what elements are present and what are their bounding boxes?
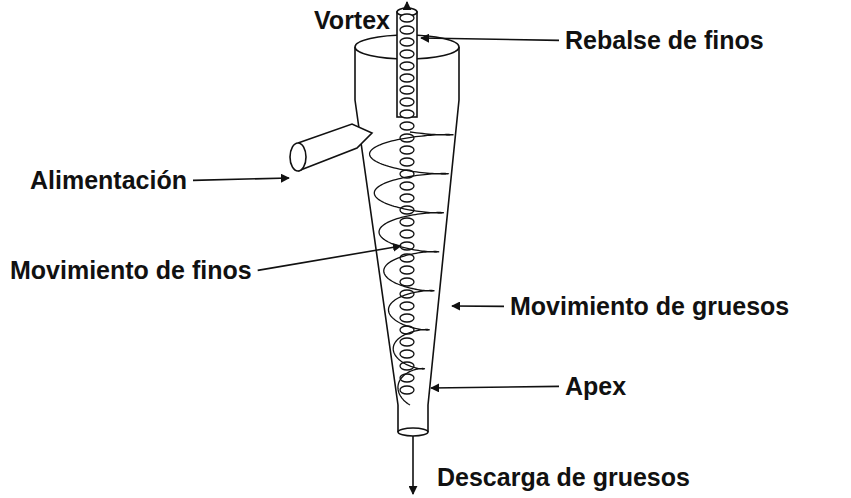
fine-vortex-ring bbox=[400, 218, 414, 226]
coarse-spiral bbox=[370, 132, 453, 405]
fine-vortex-ring bbox=[400, 362, 414, 370]
fine-vortex-ring bbox=[400, 50, 414, 58]
leader-arrow bbox=[258, 246, 401, 270]
part-label: Vortex bbox=[314, 6, 390, 35]
overflow-arrow bbox=[406, 2, 408, 10]
fine-vortex-ring bbox=[400, 314, 414, 322]
leader-arrow bbox=[193, 178, 289, 180]
fine-vortex-ring bbox=[400, 158, 414, 166]
fine-vortex-ring bbox=[400, 110, 414, 118]
fine-vortex-ring bbox=[400, 206, 414, 214]
fine-vortex-ring bbox=[400, 374, 414, 382]
flow-label: Rebalse de finos bbox=[565, 26, 764, 55]
fine-vortex-ring bbox=[400, 266, 414, 274]
fine-vortex-ring bbox=[400, 254, 414, 262]
part-label: Apex bbox=[565, 372, 626, 401]
fine-vortex-ring bbox=[400, 26, 414, 34]
fine-vortex-ring bbox=[400, 74, 414, 82]
leader-arrow bbox=[452, 305, 504, 307]
part-label: Alimentación bbox=[30, 166, 187, 195]
fine-vortex-ring bbox=[400, 194, 414, 202]
feed-inlet bbox=[290, 143, 306, 171]
feed-pipe bbox=[298, 124, 372, 171]
fine-vortex-ring bbox=[400, 338, 414, 346]
fine-vortex-ring bbox=[400, 134, 414, 142]
fine-vortex-ring bbox=[400, 290, 414, 298]
cyclone-body bbox=[355, 47, 459, 405]
leader-arrow bbox=[421, 38, 559, 40]
leader-arrow bbox=[431, 386, 559, 388]
fine-vortex-ring bbox=[400, 62, 414, 70]
fine-vortex-ring bbox=[400, 182, 414, 190]
fine-vortex-ring bbox=[400, 146, 414, 154]
fine-vortex-ring bbox=[400, 86, 414, 94]
fine-vortex-ring bbox=[400, 38, 414, 46]
fine-vortex-ring bbox=[400, 278, 414, 286]
vortex-finder bbox=[397, 12, 417, 117]
fine-vortex-ring bbox=[400, 302, 414, 310]
flow-label: Movimiento de gruesos bbox=[510, 292, 789, 321]
fine-vortex-ring bbox=[400, 242, 414, 250]
fine-vortex-ring bbox=[400, 326, 414, 334]
fine-vortex-ring bbox=[400, 386, 414, 394]
apex-outlet bbox=[398, 428, 428, 436]
fine-vortex-ring bbox=[400, 122, 414, 130]
fine-vortex-ring bbox=[400, 170, 414, 178]
flow-label: Movimiento de finos bbox=[10, 256, 252, 285]
flow-spirals bbox=[370, 14, 453, 405]
fine-vortex-ring bbox=[400, 14, 414, 22]
flow-label: Descarga de gruesos bbox=[437, 463, 690, 492]
fine-vortex-ring bbox=[400, 98, 414, 106]
fine-vortex-ring bbox=[400, 230, 414, 238]
fine-vortex-ring bbox=[400, 350, 414, 358]
underflow-arrow bbox=[412, 436, 414, 494]
